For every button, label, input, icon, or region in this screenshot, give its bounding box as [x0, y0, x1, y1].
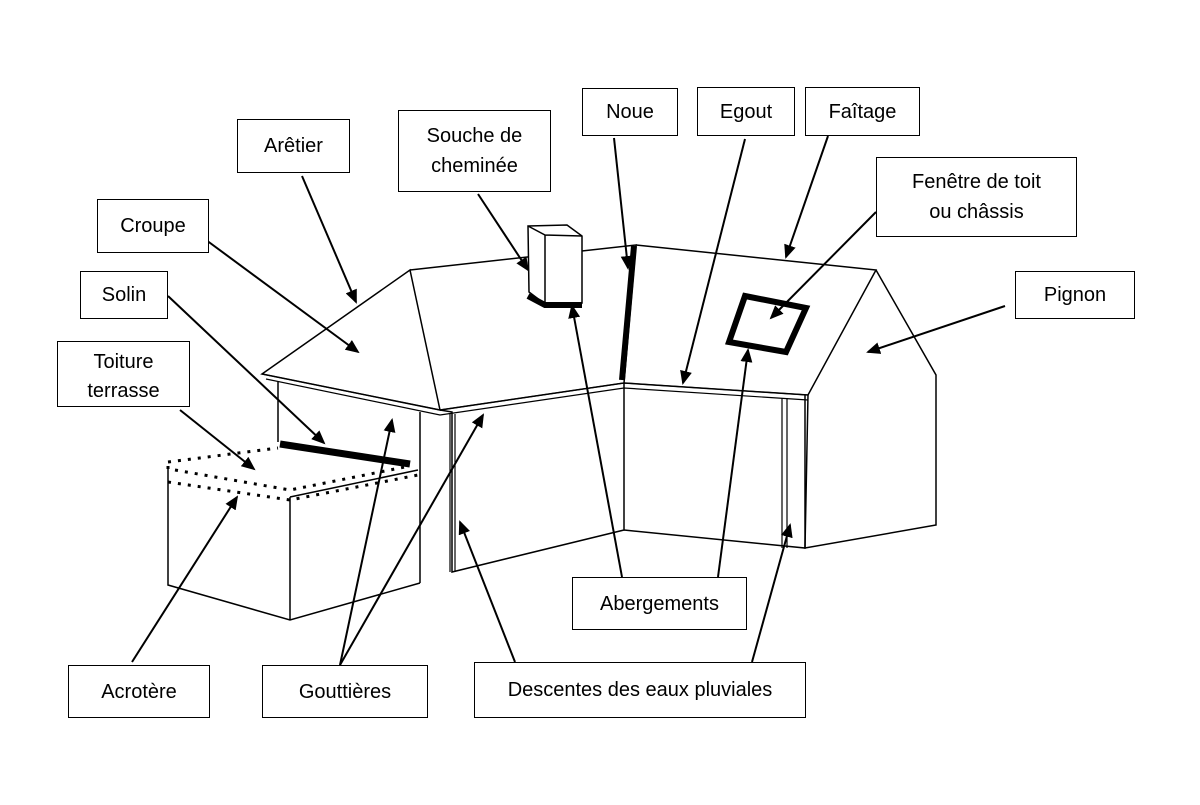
label-faitage: Faîtage: [805, 87, 920, 136]
label-souche-text: Souche de cheminée: [426, 125, 523, 177]
label-descentes-text: Descentes des eaux pluviales: [507, 679, 773, 701]
label-abergements: Abergements: [572, 577, 747, 630]
label-gouttieres: Gouttières: [262, 665, 428, 718]
roof-right: [623, 244, 878, 396]
label-descentes-eaux-pluviales: Descentes des eaux pluviales: [474, 662, 806, 718]
terrasse-block: [167, 466, 421, 621]
label-noue-text: Noue: [606, 101, 654, 123]
label-faitage-text: Faîtage: [828, 100, 897, 123]
label-fenetre-text: Fenêtre de toit ou châssis: [912, 171, 1041, 223]
label-aretier: Arêtier: [237, 119, 350, 173]
wall-left-hip: [277, 382, 421, 583]
label-aretier-text: Arêtier: [264, 135, 323, 157]
label-croupe: Croupe: [97, 199, 209, 253]
label-toiture-text: Toiture terrasse: [87, 351, 160, 402]
label-acrotere: Acrotère: [68, 665, 210, 718]
gutters: [261, 373, 809, 416]
label-pignon: Pignon: [1015, 271, 1135, 319]
chimney: [527, 224, 583, 305]
wall-right: [623, 395, 806, 549]
gable-pignon: [804, 269, 937, 549]
acrotere-parapet: [166, 446, 419, 502]
roof-window: [725, 292, 811, 356]
label-fenetre-de-toit: Fenêtre de toit ou châssis: [876, 157, 1077, 237]
label-solin: Solin: [80, 271, 168, 319]
callout-arrows: [131, 135, 1006, 666]
label-egout-text: Egout: [719, 100, 773, 123]
roof-middle: [409, 244, 637, 411]
label-noue: Noue: [582, 88, 678, 136]
label-abergements-text: Abergements: [600, 592, 719, 615]
label-egout: Egout: [697, 87, 795, 136]
downspouts: [449, 398, 788, 572]
label-toiture-terrasse: Toiture terrasse: [57, 341, 190, 407]
label-souche-de-cheminee: Souche de cheminée: [398, 110, 551, 192]
label-acrotere-text: Acrotère: [101, 680, 177, 703]
label-solin-text: Solin: [101, 284, 147, 306]
label-gouttieres-text: Gouttières: [298, 680, 392, 703]
label-croupe-text: Croupe: [120, 215, 186, 237]
wall-front: [439, 383, 625, 573]
label-pignon-text: Pignon: [1043, 284, 1107, 306]
solin-bar: [279, 440, 411, 468]
